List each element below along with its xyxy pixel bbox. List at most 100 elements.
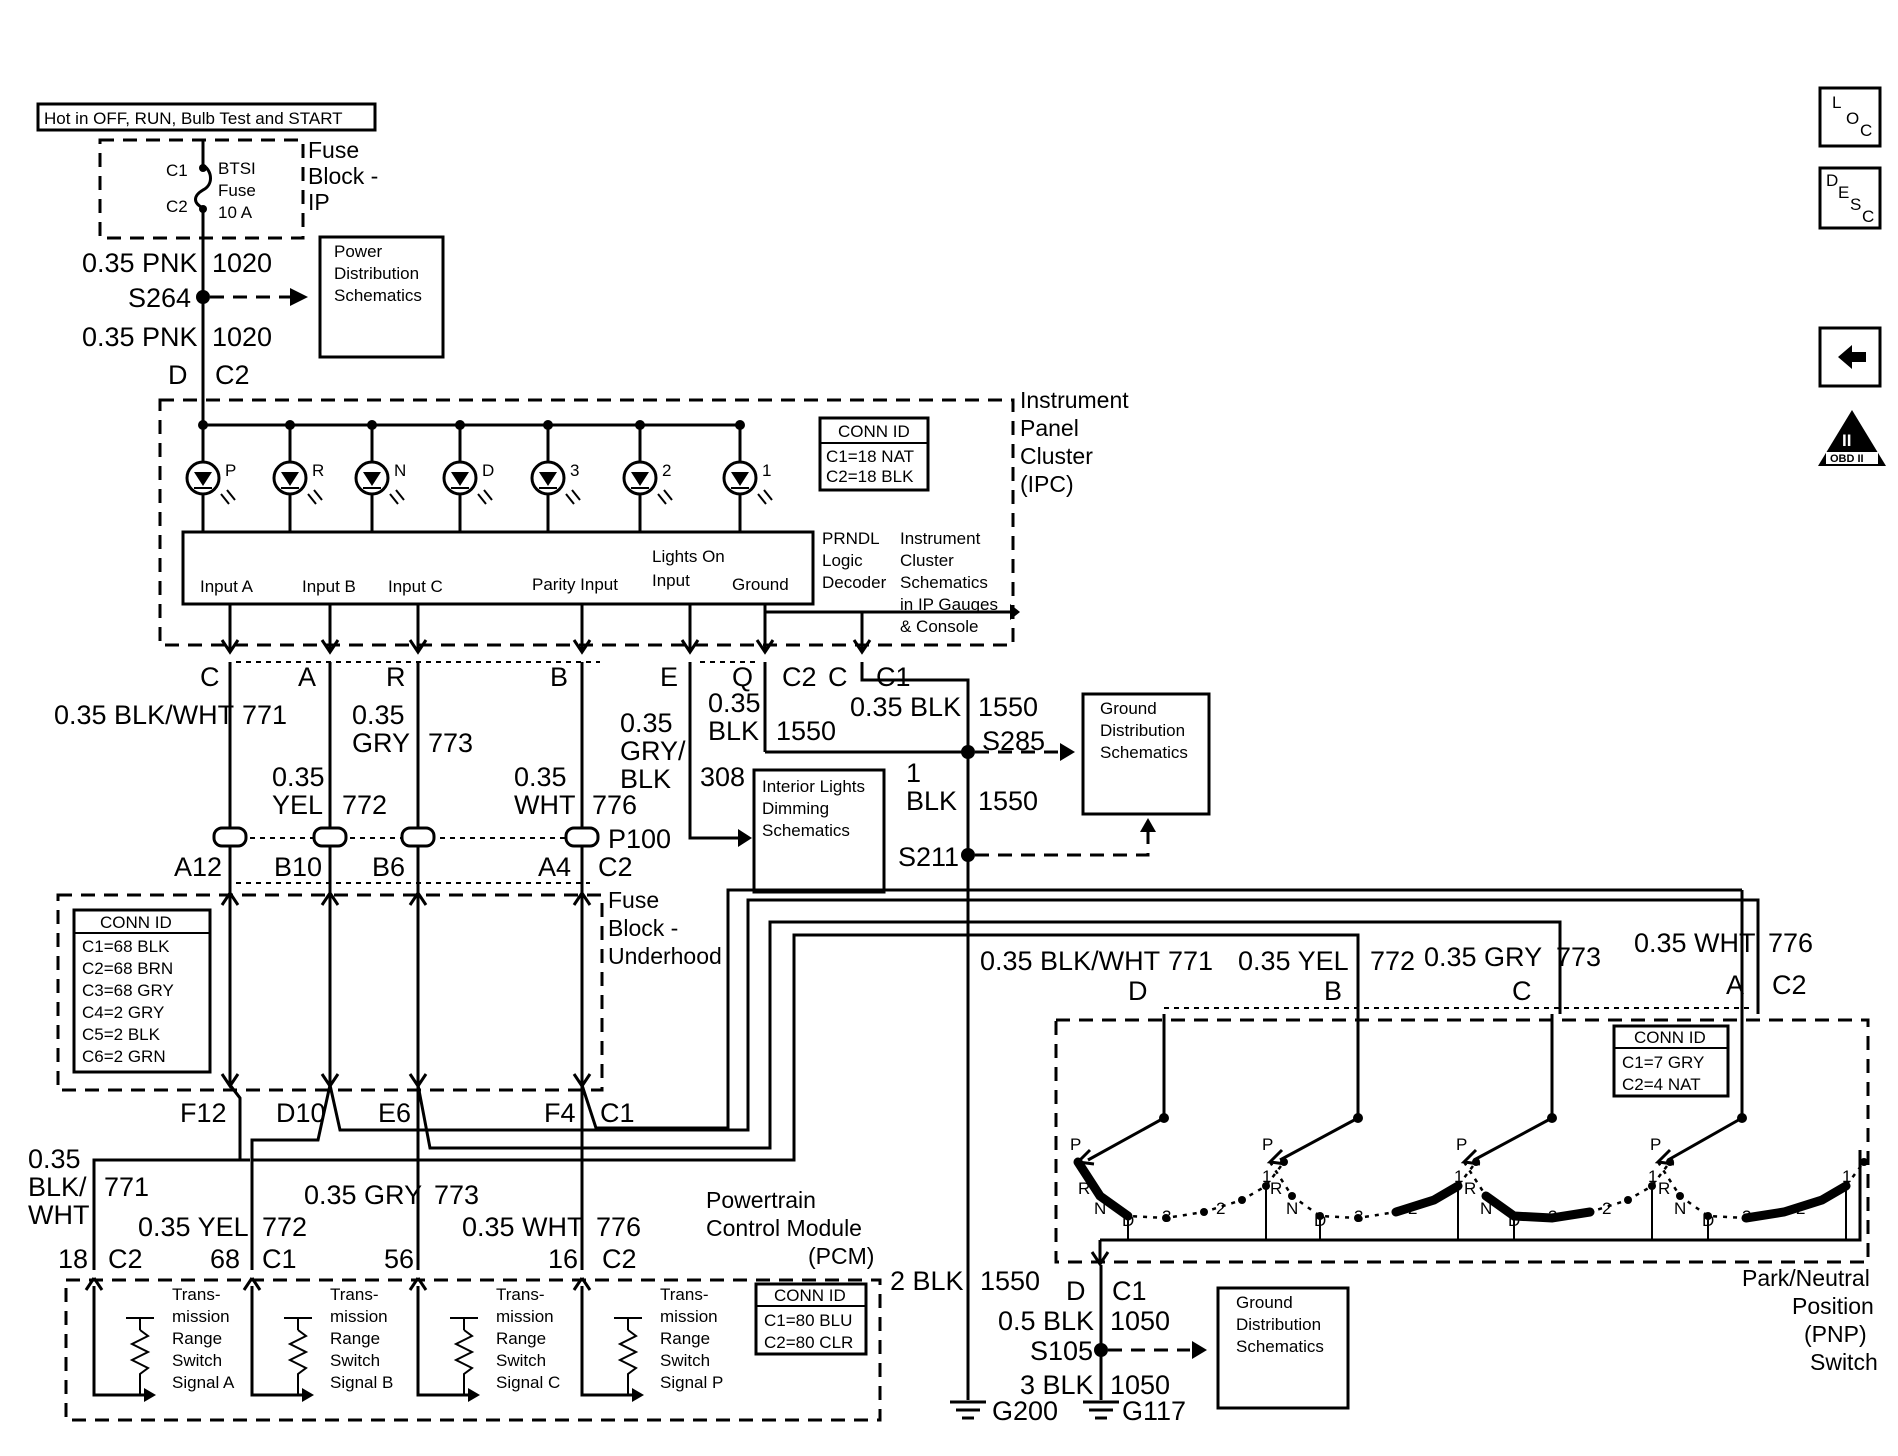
fuh-pin-a12: A12 bbox=[174, 852, 222, 882]
w3-circuit: 1050 bbox=[1110, 1370, 1170, 1400]
ground-distribution-box[interactable] bbox=[1081, 692, 1211, 816]
pcm-label-1: Powertrain bbox=[706, 1187, 816, 1213]
ipc-label-2: Panel bbox=[1020, 415, 1079, 441]
ipc-conn-id-title: CONN ID bbox=[838, 422, 910, 441]
header-label: Hot in OFF, RUN, Bulb Test and START bbox=[44, 109, 343, 128]
pnp-label-3: (PNP) bbox=[1804, 1321, 1867, 1347]
prndl-decoder-box bbox=[181, 530, 815, 606]
ground-g200: G200 bbox=[992, 1396, 1058, 1426]
power-distribution-box[interactable] bbox=[318, 235, 445, 359]
ipc-outline bbox=[158, 398, 1015, 647]
signal-text-3-0: Trans- bbox=[660, 1285, 709, 1304]
lamp-6: 1 bbox=[722, 420, 773, 532]
splice-s264: S264 bbox=[128, 283, 191, 313]
lamp-1: R bbox=[272, 420, 324, 532]
w308-circuit: 308 bbox=[700, 762, 745, 792]
decoder-1: PRNDL bbox=[822, 529, 880, 548]
splice-s285: S285 bbox=[982, 726, 1045, 756]
pnp-ground-pin: D bbox=[1066, 1276, 1086, 1306]
desc-icon[interactable]: D E S C bbox=[1818, 166, 1882, 230]
pcm-conn-id-row-1: C1=80 BLU bbox=[764, 1311, 852, 1330]
top-wire-gauge-1: 0.35 PNK bbox=[82, 248, 198, 278]
pcm-w771-circuit: 771 bbox=[104, 1172, 149, 1202]
pnp-label-4: Switch bbox=[1810, 1349, 1878, 1375]
signal-text-0-4: Signal A bbox=[172, 1373, 235, 1392]
interior-box-1: Interior Lights bbox=[762, 777, 865, 796]
fuh-pin-f4: F4 bbox=[544, 1098, 576, 1128]
w1550c-color: BLK bbox=[906, 786, 957, 816]
w776-color: WHT bbox=[514, 790, 575, 820]
ipc-conn-id-box bbox=[818, 416, 930, 492]
w1550a-circuit: 1550 bbox=[776, 716, 836, 746]
signal-text-3-3: Switch bbox=[660, 1351, 710, 1370]
pcm-w771-color-2: WHT bbox=[28, 1200, 89, 1230]
pnp-w773-gauge: 0.35 GRY bbox=[1424, 942, 1542, 972]
pnp-w771-gauge: 0.35 BLK/WHT bbox=[980, 946, 1160, 976]
input-b-label: Input B bbox=[302, 577, 356, 596]
pcm-pin-c1: C1 bbox=[262, 1244, 297, 1274]
ground-box2-2: Distribution bbox=[1236, 1315, 1321, 1334]
w308-color-2: BLK bbox=[620, 764, 671, 794]
pnp-pos-3-1: R bbox=[1658, 1179, 1670, 1198]
cluster-note-1: Instrument bbox=[900, 529, 981, 548]
w1550a-gauge: 0.35 bbox=[708, 688, 761, 718]
w2blk-gauge: 2 BLK bbox=[890, 1266, 964, 1296]
splice-s211: S211 bbox=[898, 842, 959, 872]
loc-icon[interactable]: L O C bbox=[1818, 86, 1882, 148]
signal-text-1-4: Signal B bbox=[330, 1373, 393, 1392]
signal-text-0-0: Trans- bbox=[172, 1285, 221, 1304]
decoder-2: Logic bbox=[822, 551, 863, 570]
decoder-3: Decoder bbox=[822, 573, 887, 592]
lamp-5: 2 bbox=[622, 420, 673, 532]
pcm-conn-id-box bbox=[754, 1282, 868, 1356]
interior-lights-box[interactable] bbox=[752, 768, 886, 894]
fuh-conn-id-row-4: C4=2 GRY bbox=[82, 1003, 164, 1022]
pcm-label-2: Control Module bbox=[706, 1215, 862, 1241]
w771-circuit: 771 bbox=[242, 700, 287, 730]
lamp-label-2: N bbox=[394, 461, 406, 480]
parity-input-label: Parity Input bbox=[532, 575, 618, 594]
pnp-outline bbox=[1054, 1018, 1870, 1264]
ground-distribution-box-2[interactable] bbox=[1216, 1286, 1350, 1410]
ipc-conn-id-row-2: C2=18 BLK bbox=[826, 467, 914, 486]
top-wire-pin: D bbox=[168, 360, 188, 390]
pcm-outline bbox=[64, 1278, 882, 1422]
ipc-conn-id-row-1: C1=18 NAT bbox=[826, 447, 914, 466]
ground-g117: G117 bbox=[1122, 1396, 1186, 1426]
pnp-pos-0-1: R bbox=[1078, 1179, 1090, 1198]
pnp-pos-0-2: N bbox=[1094, 1199, 1106, 1218]
signal-text-2-3: Switch bbox=[496, 1351, 546, 1370]
ipc-pin-a: A bbox=[298, 662, 316, 692]
pcm-w776-gauge: 0.35 WHT bbox=[462, 1212, 584, 1242]
pnp-pos-1-1: R bbox=[1270, 1179, 1282, 1198]
header-box bbox=[36, 102, 377, 132]
w772-circuit: 772 bbox=[342, 790, 387, 820]
pnp-pos-3-5: 2 bbox=[1796, 1199, 1805, 1218]
lamp-label-4: 3 bbox=[570, 461, 579, 480]
pnp-pos-3-2: N bbox=[1674, 1199, 1686, 1218]
fuh-label-1: Fuse bbox=[608, 887, 659, 913]
ipc-pin-e: E bbox=[660, 662, 678, 692]
w772-gauge: 0.35 bbox=[272, 762, 325, 792]
signal-text-2-4: Signal C bbox=[496, 1373, 560, 1392]
pnp-ground-conn: C1 bbox=[1112, 1276, 1147, 1306]
back-arrow-icon[interactable] bbox=[1818, 326, 1882, 388]
fuh-label-2: Block - bbox=[608, 915, 678, 941]
ipc-label-1: Instrument bbox=[1020, 387, 1129, 413]
pcm-pin-56: 56 bbox=[384, 1244, 414, 1274]
input-a-label: Input A bbox=[200, 577, 254, 596]
signal-text-0-1: mission bbox=[172, 1307, 230, 1326]
obd2-icon[interactable]: II OBD II bbox=[1818, 410, 1886, 466]
fuh-pin-e6: E6 bbox=[378, 1098, 411, 1128]
w771-gauge: 0.35 BLK/WHT bbox=[54, 700, 234, 730]
pcm-label-3: (PCM) bbox=[808, 1243, 874, 1269]
ipc-pin-q: Q bbox=[732, 662, 753, 692]
lamp-0: P bbox=[185, 420, 236, 532]
ground-box-1: Ground bbox=[1100, 699, 1157, 718]
w05-gauge: 0.5 BLK bbox=[998, 1306, 1094, 1336]
